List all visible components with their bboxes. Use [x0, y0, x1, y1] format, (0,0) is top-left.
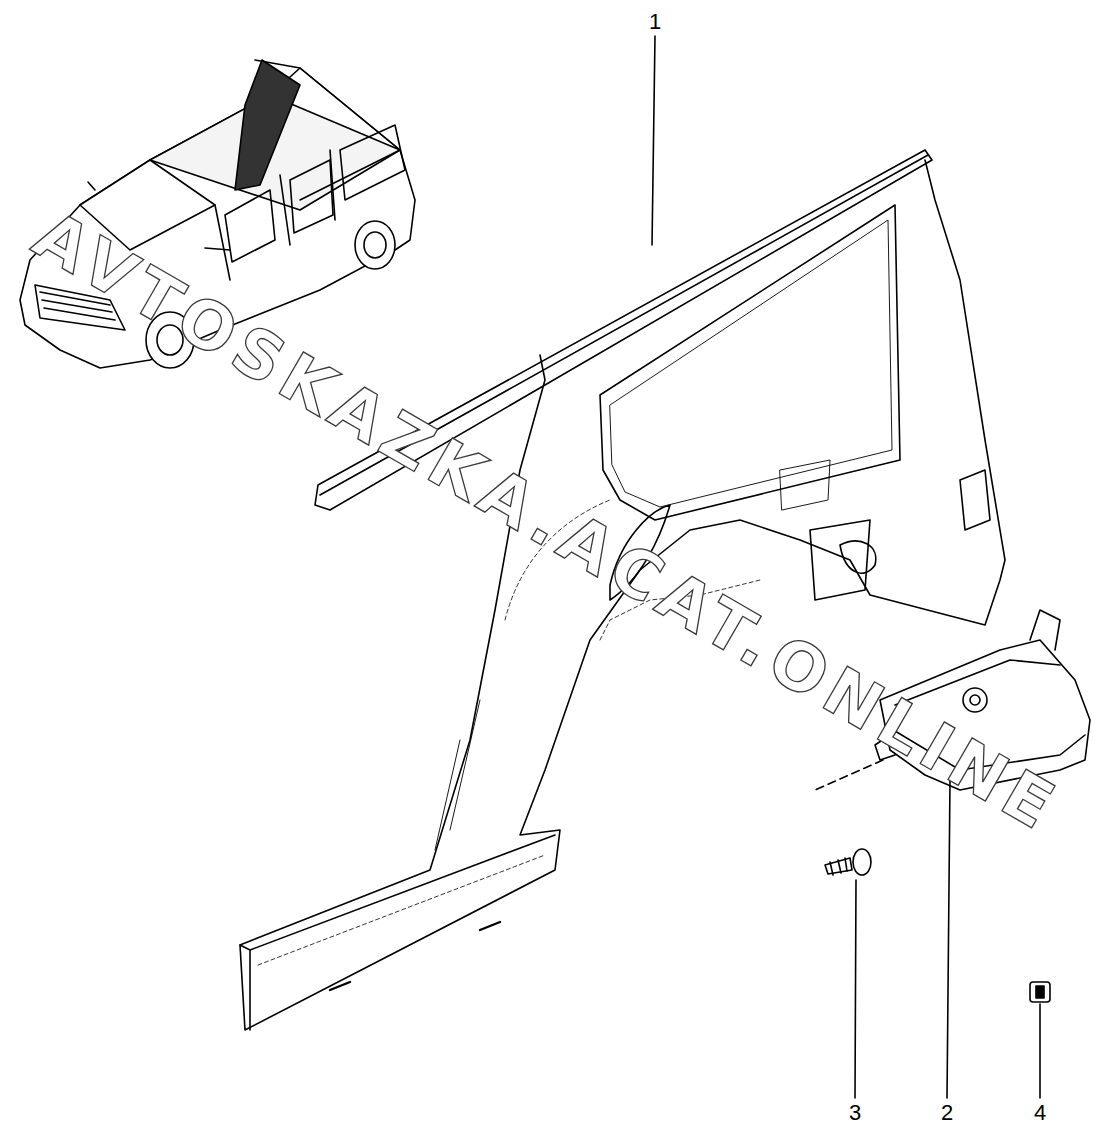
callout-number: 3: [849, 1102, 861, 1124]
callout-number: 4: [1034, 1102, 1046, 1124]
leader-line: [947, 780, 950, 1098]
callout-number: 2: [941, 1102, 953, 1124]
leader-line: [652, 36, 655, 245]
clip: [1030, 982, 1050, 1002]
watermark: AVTOSKAZKA.ACAT.ONLINE: [24, 201, 1070, 843]
callout-number: 1: [649, 11, 661, 33]
leader-line: [1039, 1004, 1041, 1098]
leader-line: [855, 880, 856, 1098]
screw: [825, 849, 871, 875]
assembly-line: [815, 760, 883, 790]
